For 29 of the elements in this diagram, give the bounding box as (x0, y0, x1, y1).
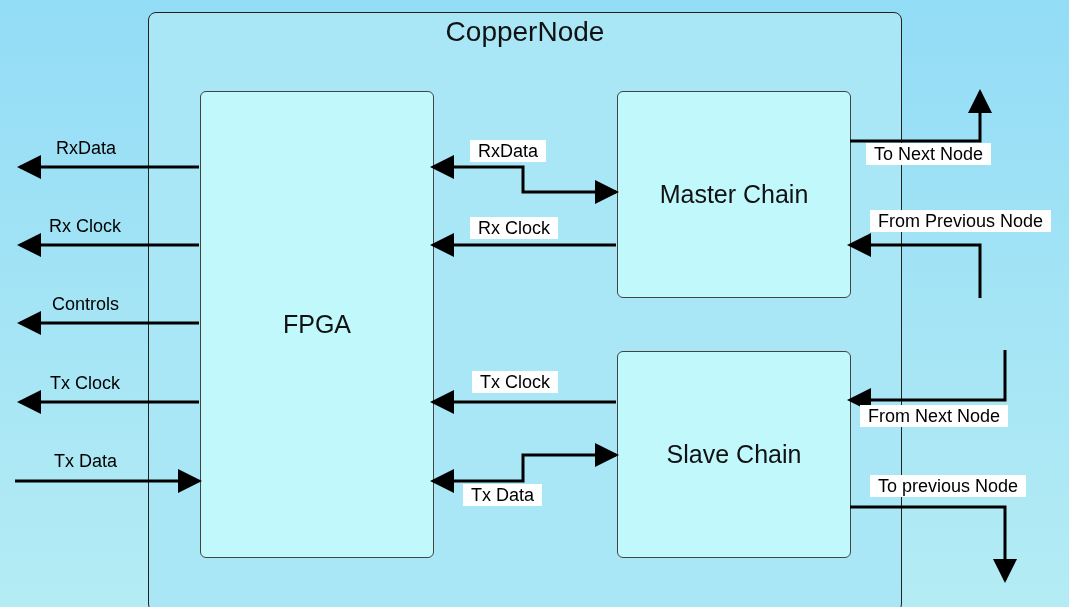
arrow (847, 233, 982, 298)
arrow (850, 89, 992, 143)
process-box: FPGA (200, 91, 434, 558)
arrow (17, 233, 199, 257)
arrow (15, 469, 202, 493)
edge-label: To previous Node (870, 475, 1027, 497)
arrow (430, 390, 616, 414)
edge-label: Tx Clock (472, 371, 558, 393)
process-box: Master Chain (617, 91, 851, 298)
edge-label: Tx Clock (50, 372, 120, 394)
arrow (17, 311, 199, 335)
edge-label: From Previous Node (870, 210, 1052, 232)
edge-label: RxData (56, 137, 117, 159)
process-box: Slave Chain (617, 351, 851, 558)
arrow (430, 443, 619, 493)
edge-label: Tx Data (54, 450, 118, 472)
arrow (17, 390, 199, 414)
arrow (430, 155, 619, 204)
arrow (430, 233, 616, 257)
edge-label: Tx Data (463, 484, 543, 506)
edge-label: To Next Node (866, 143, 992, 165)
arrow (850, 505, 1017, 583)
arrow (17, 155, 199, 179)
edge-label: From Next Node (860, 405, 1009, 427)
group-title: CopperNode (445, 16, 605, 48)
edge-label: Controls (52, 293, 120, 315)
edge-label: Rx Clock (49, 215, 121, 237)
edge-label: RxData (470, 140, 547, 162)
edge-label: Rx Clock (470, 217, 558, 239)
